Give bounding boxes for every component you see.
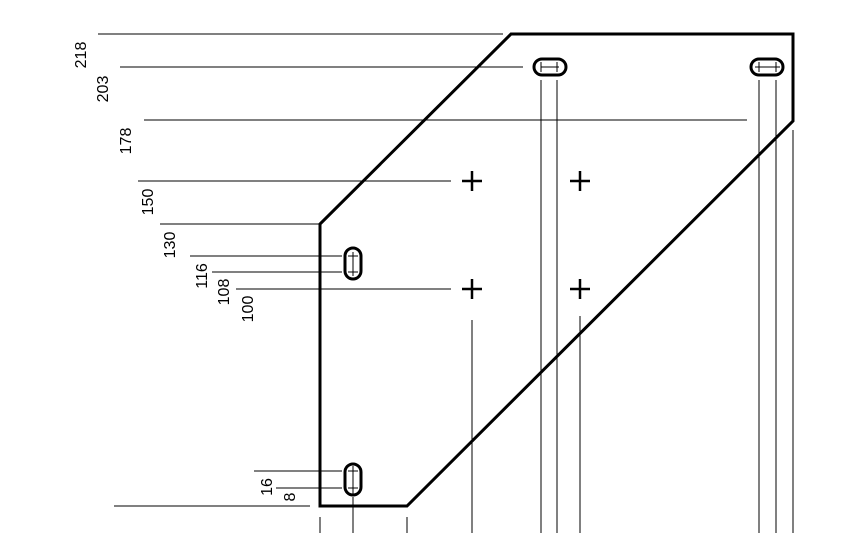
dim-label-130: 130 [162, 232, 179, 259]
slot-top-left [532, 57, 568, 77]
cross-mark-1 [462, 171, 482, 191]
cross-mark-3 [462, 279, 482, 299]
slots [343, 57, 785, 497]
dim-label-100: 100 [240, 296, 257, 323]
cross-mark-4 [570, 279, 590, 299]
dim-label-218: 218 [73, 42, 90, 69]
cross-mark-2 [570, 171, 590, 191]
slot-top-right [749, 57, 785, 77]
horizontal-extension-lines [98, 33, 747, 507]
dim-label-203: 203 [95, 76, 112, 103]
dim-label-178: 178 [118, 128, 135, 155]
dim-label-8: 8 [282, 492, 299, 501]
dim-label-16: 16 [259, 478, 276, 496]
dimension-labels: 218 203 178 150 130 116 108 100 16 8 [73, 42, 299, 502]
slot-left-bottom [343, 462, 363, 497]
dim-label-108: 108 [216, 279, 233, 306]
dim-label-116: 116 [194, 263, 211, 289]
vertical-extension-lines [319, 80, 794, 533]
dim-label-150: 150 [140, 189, 157, 216]
slot-left-middle [343, 246, 363, 281]
hole-centers [462, 171, 590, 299]
part-outline [318, 32, 795, 508]
